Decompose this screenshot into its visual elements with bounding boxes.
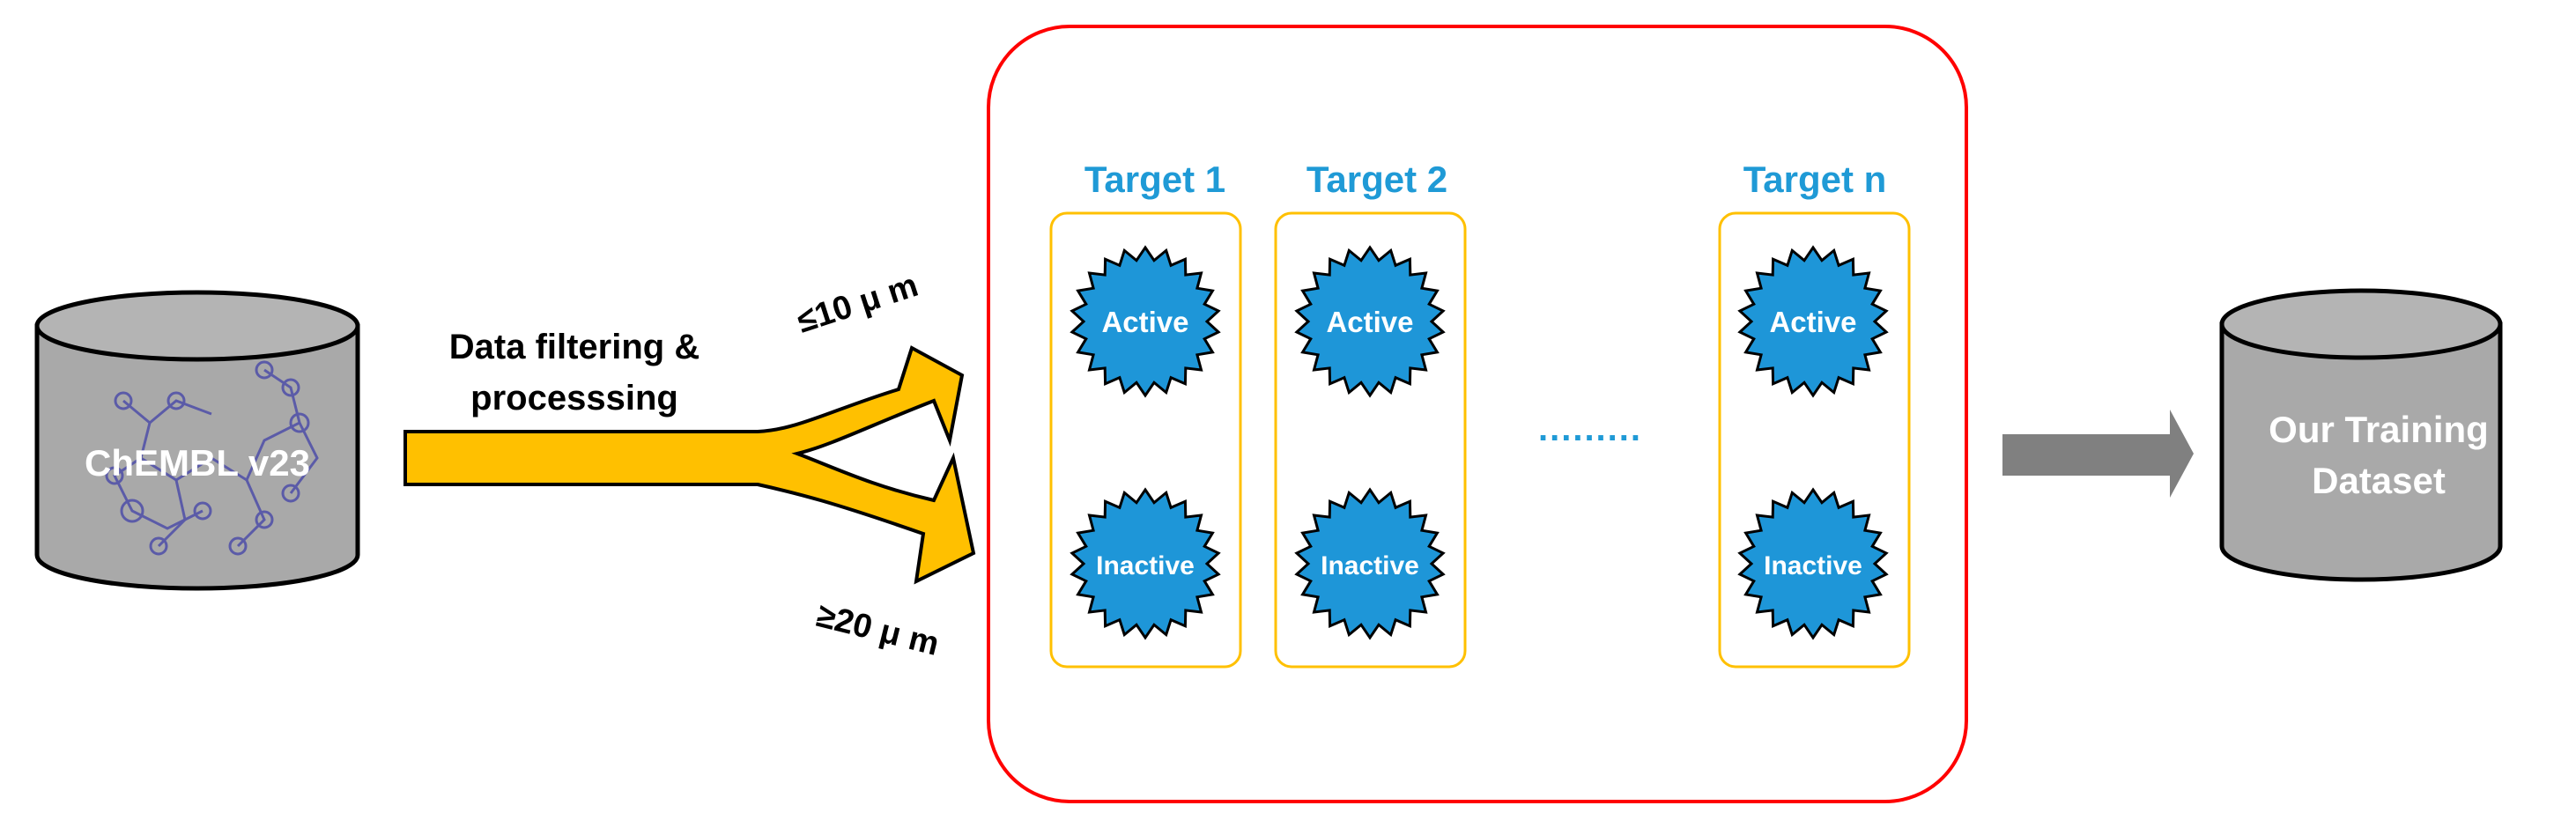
target-n-box — [1718, 211, 1911, 669]
inactive-label: Inactive — [1321, 551, 1419, 580]
starburst-icon — [1737, 487, 1889, 640]
target-n-title: Target n — [1743, 159, 1887, 200]
target-2-inactive-badge: Inactive — [1294, 487, 1446, 640]
chembl-database: ChEMBL v23 — [34, 290, 360, 591]
starburst-icon — [1737, 245, 1889, 398]
target-1-box — [1049, 211, 1242, 669]
target-2-title: Target 2 — [1307, 159, 1447, 200]
target-1-active-badge: Active — [1070, 245, 1221, 398]
active-label: Active — [1101, 306, 1188, 338]
ellipsis: ......... — [1538, 410, 1642, 448]
active-label: Active — [1769, 306, 1856, 338]
chembl-label: ChEMBL v23 — [85, 442, 310, 484]
process-label-line1: Data filtering & — [449, 328, 700, 366]
threshold-inactive-label: ≥20 μ m — [813, 597, 943, 663]
process-label-line2: processsing — [470, 379, 678, 418]
starburst-icon — [1070, 487, 1221, 640]
target-n-active-badge: Active — [1737, 245, 1889, 398]
split-arrow — [403, 345, 976, 585]
active-label: Active — [1326, 306, 1413, 338]
starburst-icon — [1294, 245, 1446, 398]
molecule-icon — [105, 360, 319, 556]
output-database: Our Training Dataset — [2219, 288, 2503, 582]
target-2-active-badge: Active — [1294, 245, 1446, 398]
starburst-icon — [1294, 487, 1446, 640]
target-1-title: Target 1 — [1084, 159, 1225, 200]
inactive-label: Inactive — [1096, 551, 1195, 580]
output-label-line1: Our Training — [2269, 409, 2489, 450]
target-n-inactive-badge: Inactive — [1737, 487, 1889, 640]
inactive-label: Inactive — [1764, 551, 1862, 580]
output-label-line2: Dataset — [2312, 460, 2446, 501]
starburst-icon — [1070, 245, 1221, 398]
target-1-inactive-badge: Inactive — [1070, 487, 1221, 640]
output-arrow — [2002, 410, 2194, 498]
threshold-active-label: ≤10 μ m — [793, 267, 922, 341]
targets-panel — [987, 25, 1968, 803]
target-2-box — [1274, 211, 1467, 669]
